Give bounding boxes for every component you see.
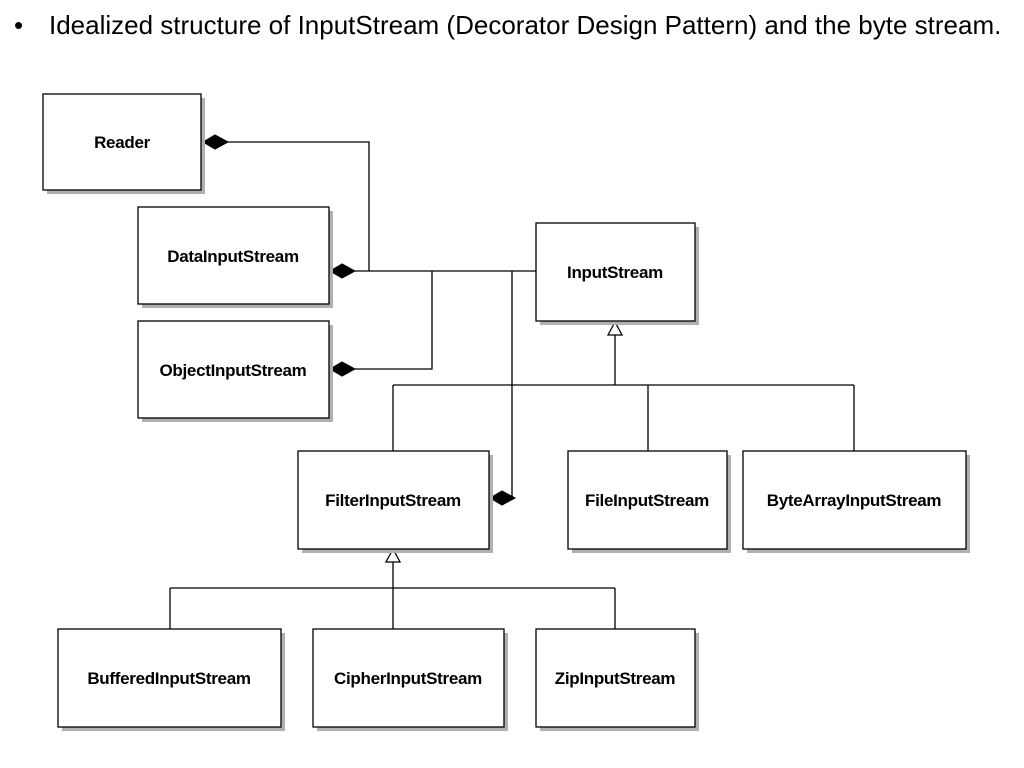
class-label-zipinputstream: ZipInputStream xyxy=(555,669,676,688)
inputstream-inheritance-triangle-icon xyxy=(606,320,624,336)
class-box-bytearrayinputstream: ByteArrayInputStream xyxy=(742,450,970,553)
class-label-reader: Reader xyxy=(94,133,151,152)
class-box-fileinputstream: FileInputStream xyxy=(567,450,731,553)
bullet-text: Idealized structure of InputStream (Deco… xyxy=(49,10,1002,40)
composition-diamonds xyxy=(202,134,517,506)
bullet-marker: • xyxy=(14,10,24,40)
class-label-bufferedinputstream: BufferedInputStream xyxy=(87,669,251,688)
bullet-item: • Idealized structure of InputStream (De… xyxy=(14,8,1004,42)
class-box-cipherinputstream: CipherInputStream xyxy=(312,628,508,731)
class-box-objectinputstream: ObjectInputStream xyxy=(137,320,333,422)
datainputstream-diamond-icon xyxy=(329,263,357,279)
filterinputstream-diamond-icon xyxy=(489,490,517,506)
class-box-filterinputstream: FilterInputStream xyxy=(297,450,493,553)
class-box-inputstream: InputStream xyxy=(535,222,699,325)
class-box-zipinputstream: ZipInputStream xyxy=(535,628,699,731)
connector-lines xyxy=(169,141,855,629)
objectinputstream-diamond-icon xyxy=(329,361,357,377)
generalization-arrows xyxy=(384,320,624,563)
class-label-bytearrayinputstream: ByteArrayInputStream xyxy=(767,491,942,510)
class-label-fileinputstream: FileInputStream xyxy=(585,491,709,510)
class-boxes: Reader DataInputStream ObjectInputStream… xyxy=(42,93,970,731)
objectinputstream-aggregation-line xyxy=(355,271,433,370)
class-box-bufferedinputstream: BufferedInputStream xyxy=(57,628,285,731)
class-label-inputstream: InputStream xyxy=(567,263,663,282)
class-label-cipherinputstream: CipherInputStream xyxy=(334,669,482,688)
class-label-datainputstream: DataInputStream xyxy=(167,247,299,266)
class-label-objectinputstream: ObjectInputStream xyxy=(160,361,307,380)
class-label-filterinputstream: FilterInputStream xyxy=(325,491,461,510)
class-box-datainputstream: DataInputStream xyxy=(137,206,333,308)
class-box-reader: Reader xyxy=(42,93,205,194)
filterinputstream-inheritance-triangle-icon xyxy=(384,547,402,563)
reader-aggregation-line xyxy=(228,141,370,271)
reader-diamond-icon xyxy=(202,134,230,150)
